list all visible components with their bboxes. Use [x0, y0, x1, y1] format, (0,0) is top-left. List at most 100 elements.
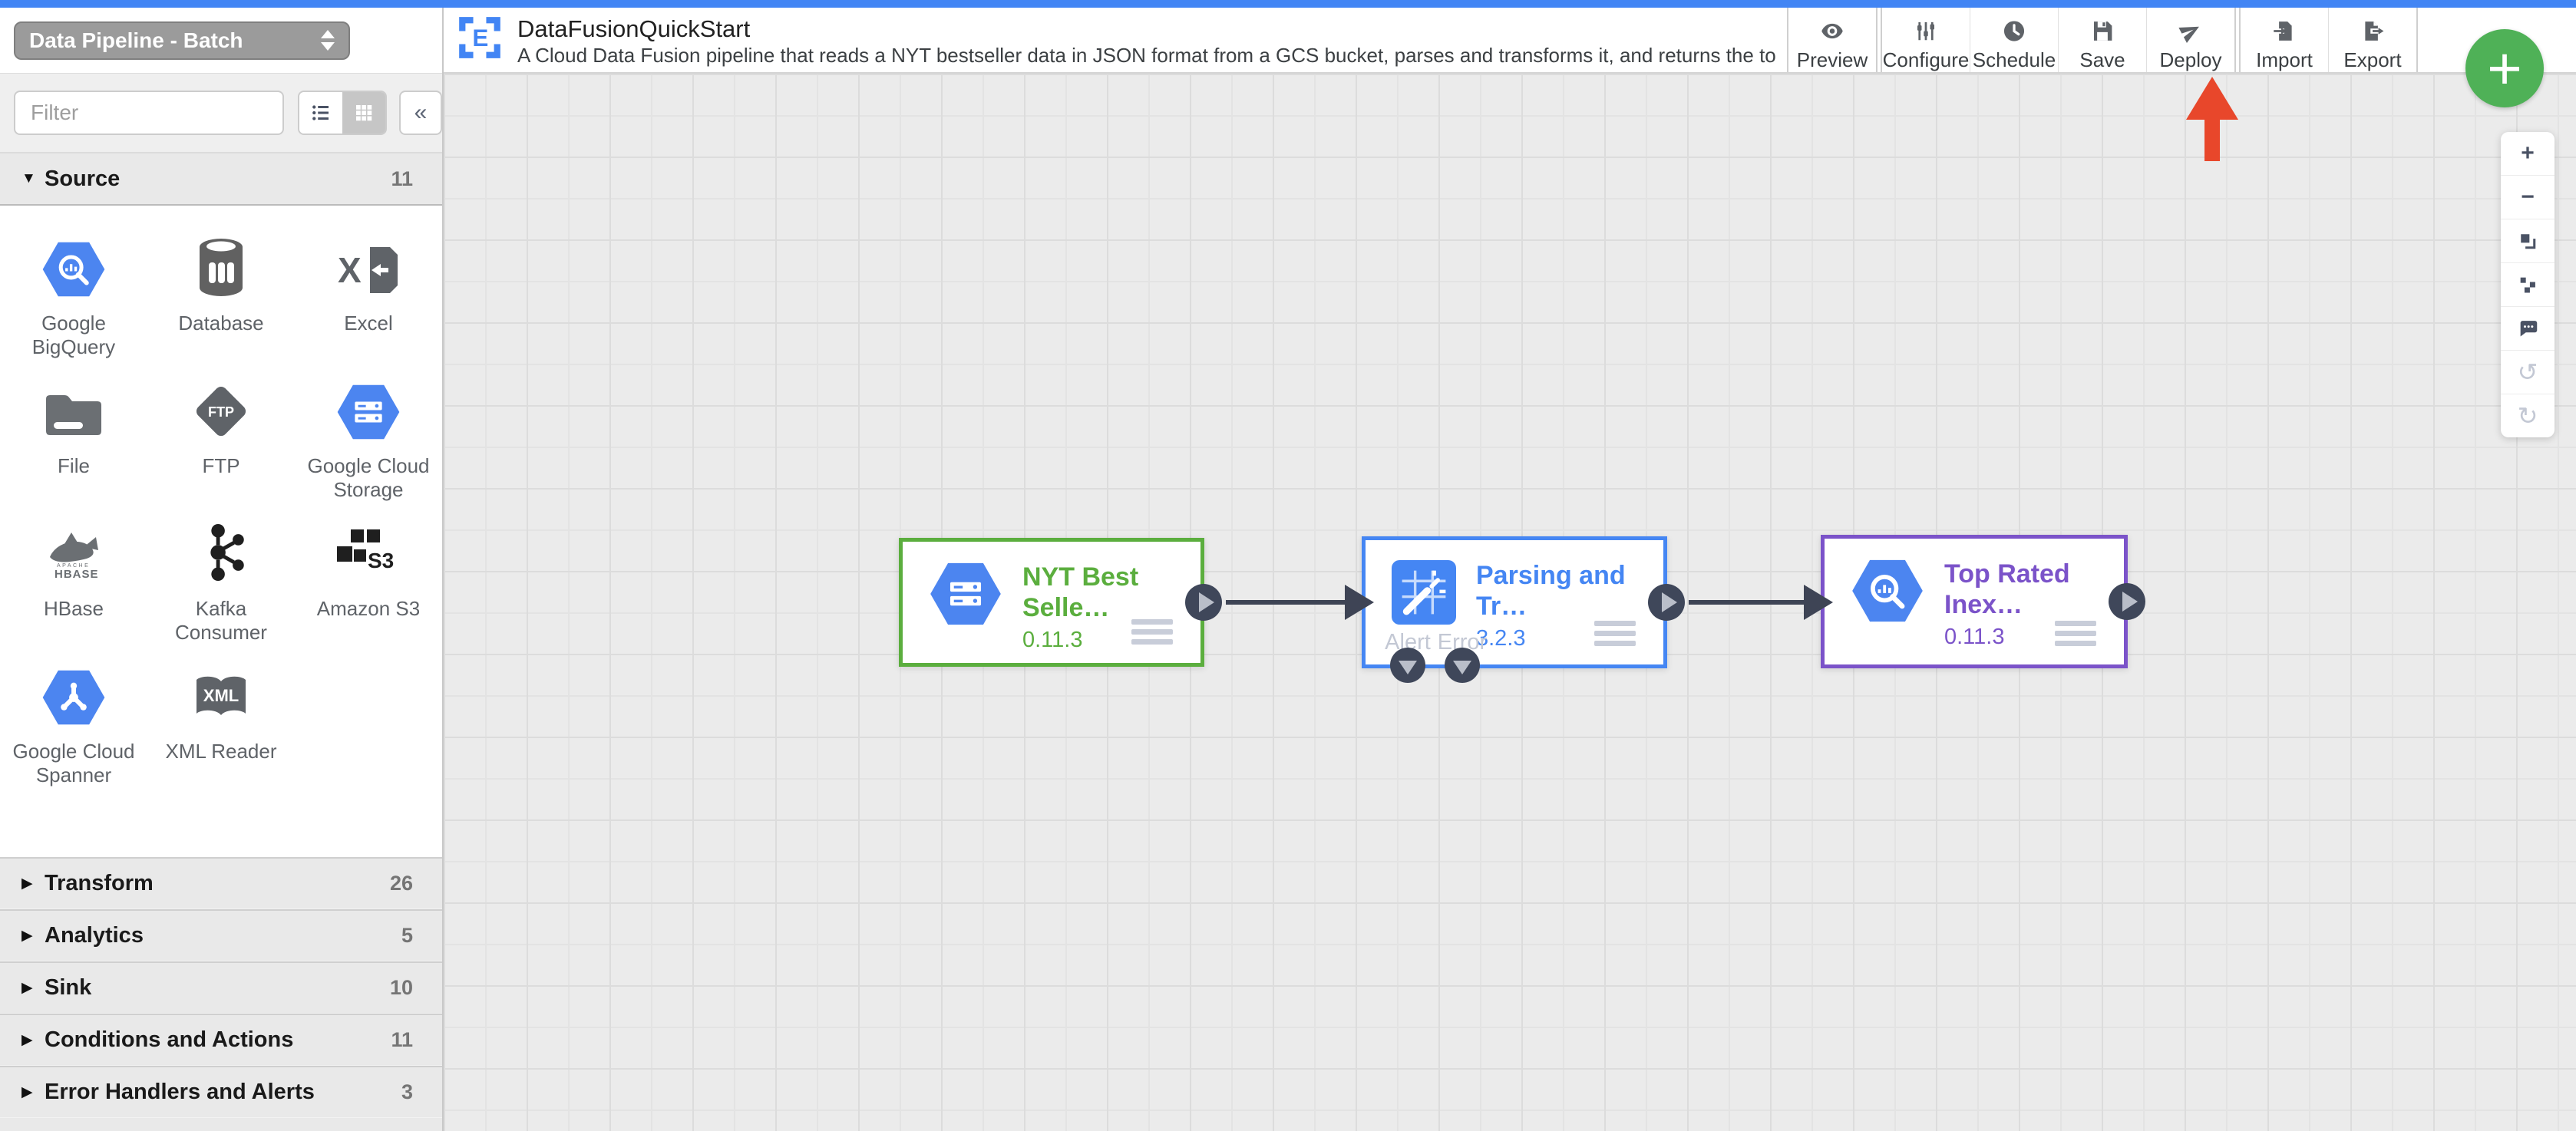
preview-button[interactable]: Preview — [1788, 8, 1876, 72]
section-count: 10 — [389, 976, 413, 999]
node-menu-button[interactable] — [1131, 619, 1173, 645]
error-port[interactable] — [1445, 648, 1480, 683]
chevron-right-icon: ▶ — [21, 1084, 33, 1100]
node-version: 0.11.3 — [1944, 625, 2005, 649]
node-menu-button[interactable] — [1594, 621, 1636, 646]
pipeline-type-area: Data Pipeline - Batch — [0, 8, 442, 74]
import-button[interactable]: Import — [2241, 8, 2328, 72]
xml-book-icon: XML — [190, 657, 252, 726]
comment-button[interactable] — [2501, 306, 2555, 350]
list-view-button[interactable] — [299, 92, 342, 134]
s3-cubes-icon: S3 — [334, 514, 403, 583]
plugin-google-cloud-spanner[interactable]: Google Cloud Spanner — [0, 657, 147, 800]
top-blue-bar — [0, 0, 2576, 8]
plugin-xml-reader[interactable]: XML XML Reader — [147, 657, 295, 800]
pipeline-canvas[interactable]: NYT Best Selle… 0.11.3 Parsing and Tr… — [444, 74, 2576, 1131]
plugin-google-cloud-storage[interactable]: Google Cloud Storage — [295, 371, 442, 514]
collapse-sidebar-button[interactable]: « — [399, 91, 442, 135]
save-button[interactable]: Save — [2058, 8, 2146, 72]
export-icon — [2365, 21, 2384, 41]
node-top-rated-inexpensive[interactable]: Top Rated Inex… 0.11.3 — [1821, 535, 2145, 668]
import-icon — [2274, 21, 2292, 41]
export-button[interactable]: Export — [2328, 8, 2416, 72]
node-title: NYT Best Selle… — [1022, 562, 1139, 622]
plugin-amazon-s3[interactable]: S3 Amazon S3 — [295, 514, 442, 657]
add-fab-button[interactable]: + — [2465, 29, 2544, 107]
chevron-right-icon: ▶ — [21, 1032, 33, 1048]
auto-align-button[interactable] — [2501, 262, 2555, 306]
chevron-down-icon: ▼ — [21, 170, 36, 186]
output-port[interactable] — [1648, 584, 1685, 621]
pipeline-description: A Cloud Data Fusion pipeline that reads … — [517, 44, 1776, 67]
zoom-in-button[interactable]: + — [2521, 140, 2535, 166]
pipeline-toolbar: Preview Configure Schedule — [1787, 8, 2418, 72]
folder-icon — [43, 371, 104, 440]
bigquery-hexagon-icon — [41, 229, 106, 298]
deploy-button[interactable]: Deploy — [2146, 8, 2234, 72]
pipeline-type-dropdown[interactable]: Data Pipeline - Batch — [14, 21, 350, 60]
svg-text:APACHE: APACHE — [57, 563, 90, 569]
svg-text:E: E — [472, 25, 488, 51]
hbase-orca-icon: APACHE HBASE — [39, 514, 108, 583]
plugin-hbase[interactable]: APACHE HBASE HBase — [0, 514, 147, 657]
node-menu-button[interactable] — [2055, 621, 2096, 646]
section-conditions-and-actions[interactable]: ▶ Conditions and Actions 11 — [0, 1014, 442, 1066]
undo-button[interactable]: ↺ — [2501, 350, 2555, 394]
plugin-ftp[interactable]: FTP FTP — [147, 371, 295, 514]
plugin-database[interactable]: Database — [147, 229, 295, 371]
section-sink[interactable]: ▶ Sink 10 — [0, 961, 442, 1014]
section-error-handlers-and-alerts[interactable]: ▶ Error Handlers and Alerts 3 — [0, 1066, 442, 1118]
section-count: 5 — [401, 924, 413, 947]
svg-text:S3: S3 — [368, 549, 394, 572]
node-version: 3.2.3 — [1476, 626, 1526, 651]
spanner-hexagon-icon — [41, 657, 106, 726]
zoom-out-button[interactable]: − — [2501, 175, 2555, 219]
node-parsing-and-transform[interactable]: Parsing and Tr… 3.2.3 Alert Error — [1362, 536, 1685, 683]
node-nyt-best-sellers[interactable]: NYT Best Selle… 0.11.3 — [899, 538, 1222, 667]
fit-to-screen-button[interactable] — [2501, 219, 2555, 262]
plugin-sidebar: Data Pipeline - Batch — [0, 8, 444, 1131]
ftp-diamond-icon: FTP — [190, 371, 252, 440]
section-count: 3 — [401, 1080, 413, 1103]
plugin-google-bigquery[interactable]: Google BigQuery — [0, 229, 147, 371]
view-toggle — [298, 91, 387, 135]
section-source[interactable]: ▼ Source 11 — [0, 153, 442, 206]
bigquery-hexagon-icon — [1851, 559, 1924, 627]
wrangler-icon — [1392, 560, 1456, 628]
pipeline-name: DataFusionQuickStart — [517, 15, 751, 42]
comment-icon — [2520, 321, 2538, 337]
pipeline-type-value: Data Pipeline - Batch — [29, 28, 243, 52]
section-analytics[interactable]: ▶ Analytics 5 — [0, 909, 442, 961]
eye-icon — [1821, 23, 1843, 39]
sliders-icon — [1917, 21, 1934, 41]
dropdown-arrows-icon — [321, 30, 335, 51]
section-count: 26 — [389, 872, 413, 895]
output-port[interactable] — [1185, 584, 1222, 621]
section-transform[interactable]: ▶ Transform 26 — [0, 857, 442, 909]
clock-icon — [2003, 21, 2025, 41]
grid-view-button[interactable] — [342, 92, 385, 134]
kafka-icon — [191, 514, 251, 583]
fit-to-screen-icon — [2521, 234, 2536, 249]
grid-icon — [356, 105, 372, 121]
chevron-right-icon: ▶ — [21, 928, 33, 944]
configure-button[interactable]: Configure — [1882, 8, 1970, 72]
chevron-right-icon: ▶ — [21, 875, 33, 892]
excel-icon: X — [338, 229, 399, 298]
chevron-right-icon: ▶ — [21, 980, 33, 996]
plugin-kafka-consumer[interactable]: Kafka Consumer — [147, 514, 295, 657]
plugin-filter-row: « — [0, 74, 442, 153]
node-title: Parsing and Tr… — [1476, 561, 1626, 621]
filter-input[interactable] — [14, 91, 284, 135]
data-fusion-logo: E — [459, 17, 500, 58]
alert-port[interactable] — [1390, 648, 1425, 683]
output-port[interactable] — [2109, 583, 2145, 620]
schedule-button[interactable]: Schedule — [1970, 8, 2058, 72]
list-icon — [312, 105, 329, 120]
plugin-excel[interactable]: X Excel — [295, 229, 442, 371]
plugin-file[interactable]: File — [0, 371, 147, 514]
svg-text:HBASE: HBASE — [54, 568, 99, 581]
redo-button[interactable]: ↻ — [2501, 394, 2555, 437]
node-version: 0.11.3 — [1022, 628, 1083, 652]
